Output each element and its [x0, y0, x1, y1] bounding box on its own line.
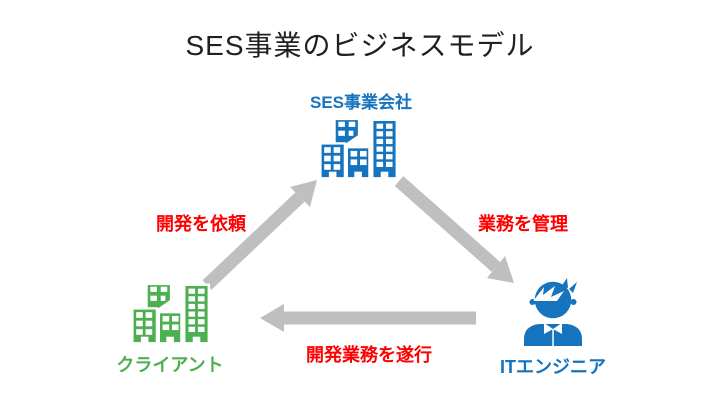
company-node-label: SES事業会社: [309, 93, 413, 112]
client-node-label: クライアント: [116, 355, 224, 375]
arrow-company-to-engineer-icon: [394, 176, 514, 283]
engineer-person-icon: [521, 278, 585, 346]
edge-label-manage-work: 業務を管理: [478, 214, 568, 234]
edge-label-request-development: 開発を依頼: [156, 214, 246, 234]
engineer-node-label: ITエンジニア: [500, 357, 606, 377]
office-buildings-icon: [317, 117, 403, 183]
arrow-engineer-to-client-icon: [260, 304, 476, 332]
office-buildings-icon: [129, 282, 215, 348]
diagram-title: SES事業のビジネスモデル: [185, 30, 535, 61]
arrow-client-to-company-icon: [202, 180, 317, 290]
edge-label-perform-development: 開発業務を遂行: [306, 345, 432, 365]
